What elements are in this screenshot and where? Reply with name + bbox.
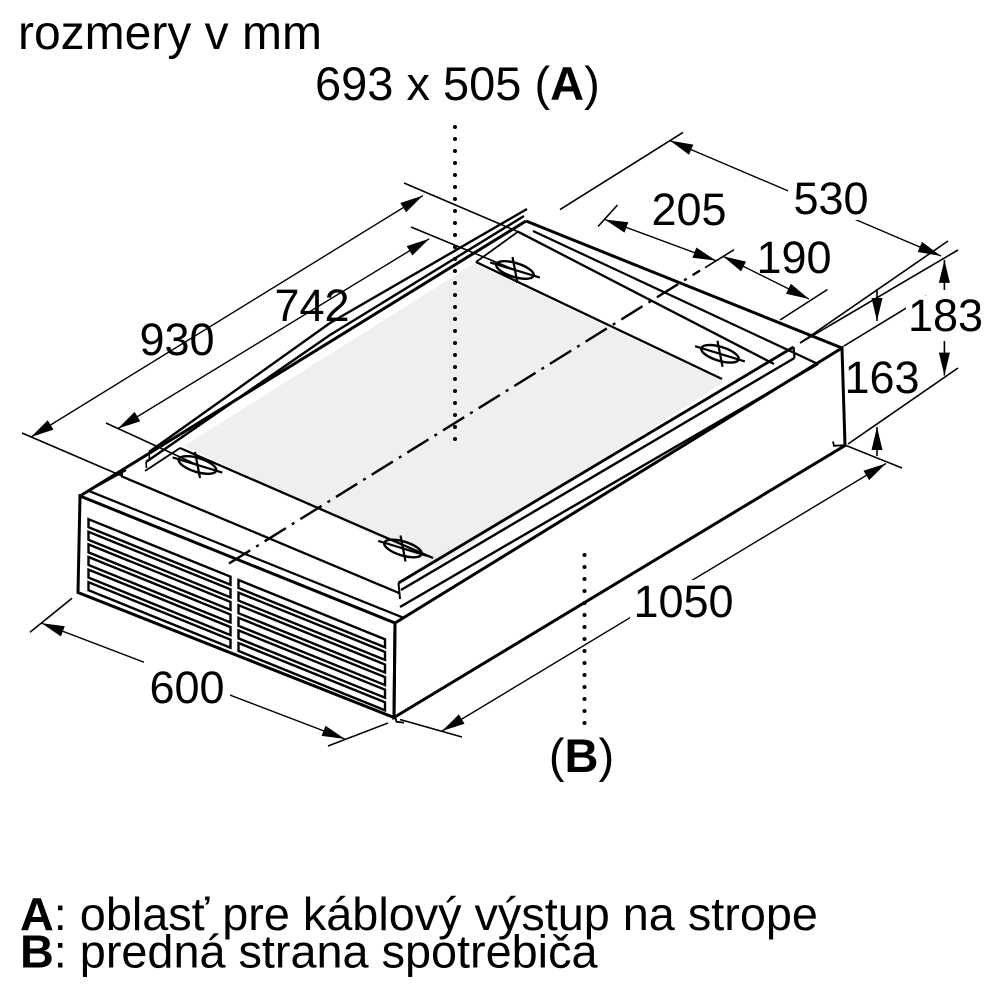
svg-text:1050: 1050 [633, 576, 733, 627]
svg-text:B: predná strana spotrebiča: B: predná strana spotrebiča [20, 926, 598, 978]
svg-text:A: oblasť pre káblový výstup n: A: oblasť pre káblový výstup na strope [20, 888, 818, 940]
svg-text:190: 190 [756, 232, 831, 283]
svg-text:742: 742 [274, 280, 349, 331]
svg-text:163: 163 [844, 352, 919, 403]
svg-text:183: 183 [908, 290, 983, 341]
svg-text:rozmery v mm: rozmery v mm [18, 7, 322, 60]
svg-text:205: 205 [651, 184, 726, 235]
svg-text:930: 930 [139, 314, 214, 365]
svg-text:530: 530 [793, 173, 868, 224]
svg-text:693 x 505 (A): 693 x 505 (A) [315, 57, 600, 110]
svg-text:600: 600 [149, 662, 224, 713]
svg-text:(B): (B) [549, 729, 614, 782]
